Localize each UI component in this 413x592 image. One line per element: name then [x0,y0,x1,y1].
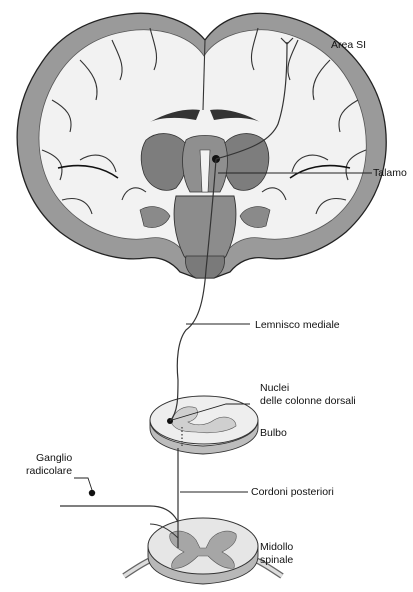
medulla-section [150,396,258,454]
ganglion-dot [89,490,95,496]
brainstem-lower [185,256,224,278]
label-nuclei-line2: delle colonne dorsali [260,395,356,407]
brain-coronal-section [17,13,386,278]
label-midollo-line2: spinale [260,554,293,566]
label-ganglio-line1: Ganglio [36,452,72,464]
third-ventricle [200,150,210,192]
label-midollo-line1: Midollo [260,541,293,553]
label-nuclei-line1: Nuclei [260,382,289,394]
label-ganglio-line2: radicolare [26,465,72,477]
spinal-cord-section [124,518,282,584]
brainstem-pons [174,196,236,265]
label-cordoni-posteriori: Cordoni posteriori [251,486,334,498]
label-talamo: Talamo [373,167,407,179]
label-area-si: Area SI [331,39,366,51]
label-bulbo: Bulbo [260,427,287,439]
ganglion-axon [60,506,178,522]
label-lemnisco-mediale: Lemnisco mediale [255,319,340,331]
medulla-top [150,396,258,444]
spinal-cord-top [148,518,258,574]
ganglio-leader [74,478,92,490]
